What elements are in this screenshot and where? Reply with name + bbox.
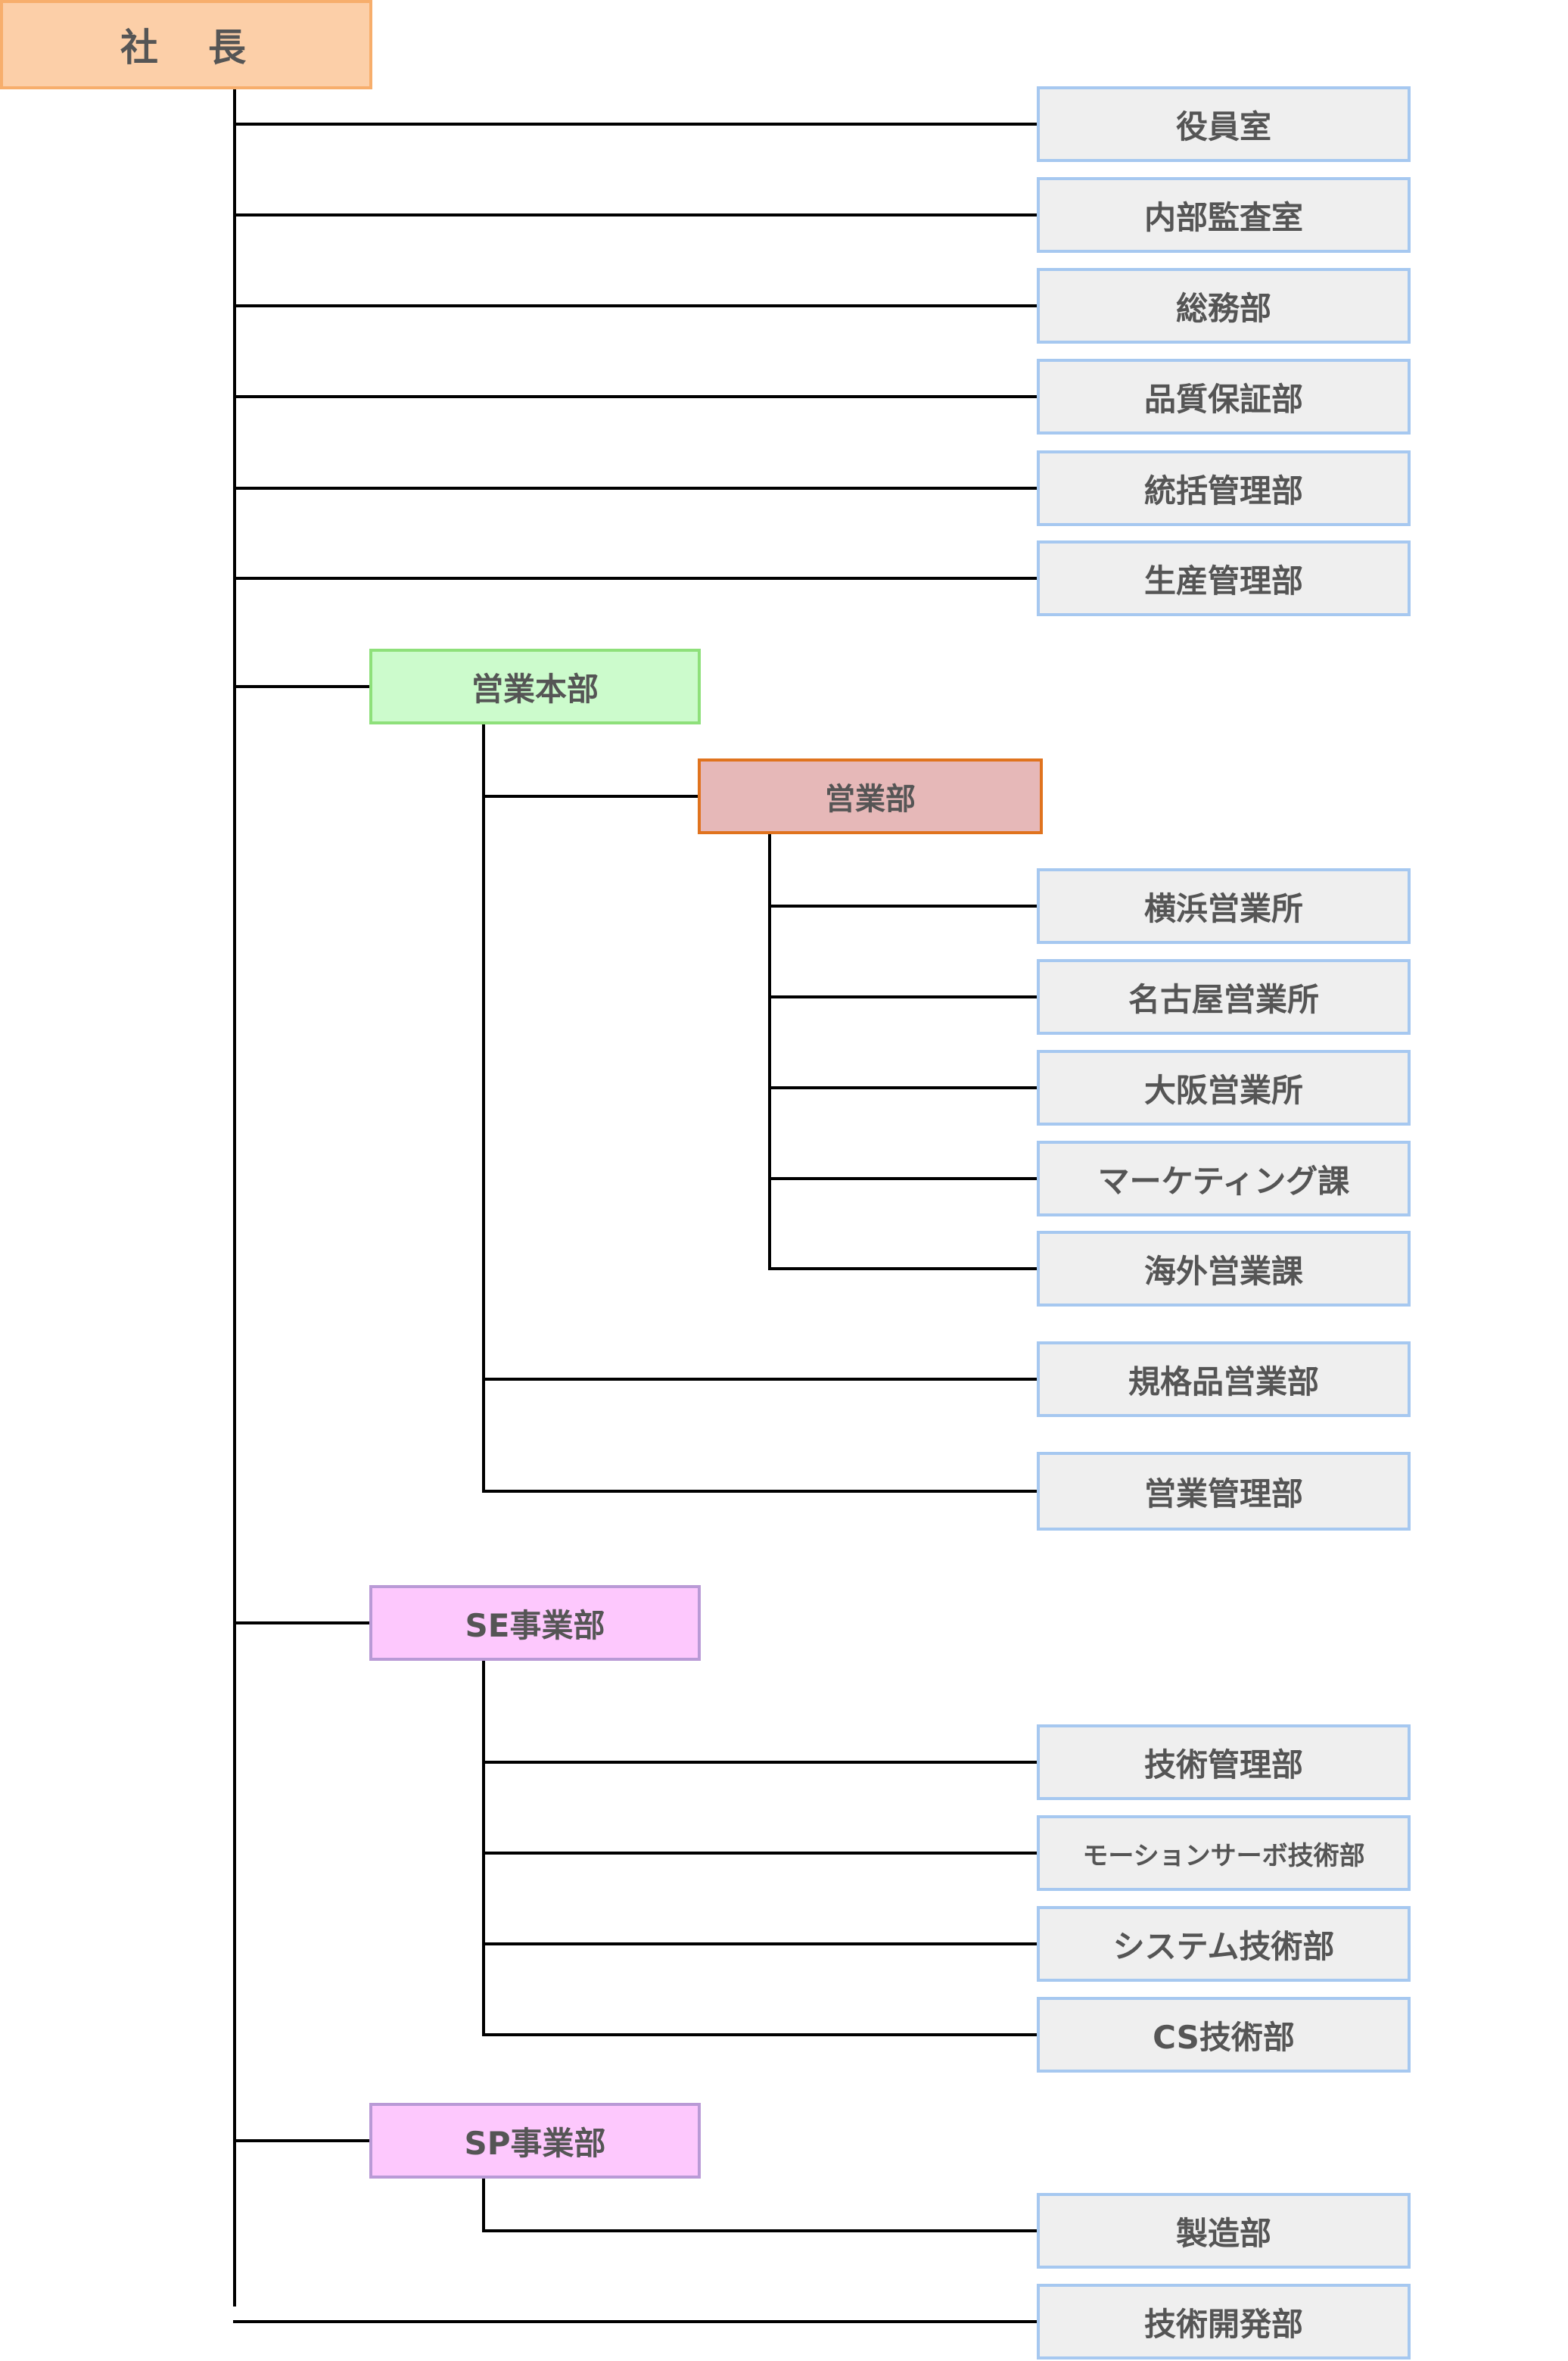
department-node[interactable]: 海外営業課 <box>1037 1231 1411 1307</box>
department-label: 海外営業課 <box>1143 1252 1303 1290</box>
department-node[interactable]: 横浜営業所 <box>1037 868 1411 944</box>
branch-line <box>482 1852 1037 1855</box>
sales-hq-trunk-line <box>482 723 485 1493</box>
branch-line <box>768 905 1037 908</box>
branch-line <box>233 395 1037 398</box>
department-node[interactable]: 名古屋営業所 <box>1037 959 1411 1035</box>
branch-line <box>233 487 1037 490</box>
department-label: 名古屋営業所 <box>1128 980 1319 1018</box>
department-node[interactable]: 品質保証部 <box>1037 359 1411 435</box>
branch-line <box>482 2229 1037 2232</box>
department-label: 横浜営業所 <box>1143 889 1303 927</box>
department-node[interactable]: 役員室 <box>1037 86 1411 162</box>
branch-line <box>233 213 1037 216</box>
department-label: 営業管理部 <box>1143 1475 1303 1512</box>
department-label: モーションサーボ技術部 <box>1082 1840 1365 1871</box>
department-node[interactable]: 統括管理部 <box>1037 450 1411 526</box>
department-label: 規格品営業部 <box>1128 1363 1319 1400</box>
department-node[interactable]: 総務部 <box>1037 268 1411 344</box>
department-label: 内部監査室 <box>1143 198 1303 236</box>
sales-dept-node[interactable]: 営業部 <box>698 758 1043 834</box>
se-division-node[interactable]: SE事業部 <box>369 1585 701 1661</box>
department-label: マーケティング課 <box>1097 1162 1350 1200</box>
department-node[interactable]: 製造部 <box>1037 2193 1411 2269</box>
branch-line <box>482 2033 1037 2036</box>
department-node[interactable]: 規格品営業部 <box>1037 1341 1411 1417</box>
branch-line <box>233 123 1037 126</box>
department-node[interactable]: モーションサーボ技術部 <box>1037 1815 1411 1891</box>
sp-division-label: SP事業部 <box>464 2124 606 2162</box>
branch-line <box>482 1942 1037 1945</box>
department-label: CS技術部 <box>1153 2018 1295 2056</box>
department-label: 大阪営業所 <box>1143 1071 1303 1109</box>
department-label: 役員室 <box>1175 107 1271 145</box>
branch-line <box>768 1267 1037 1270</box>
branch-line <box>233 2139 371 2142</box>
department-node[interactable]: CS技術部 <box>1037 1997 1411 2073</box>
se-division-trunk-line <box>482 1659 485 2036</box>
branch-line <box>233 685 371 688</box>
sp-division-trunk-line <box>482 2177 485 2232</box>
sales-dept-trunk-line <box>768 833 771 1270</box>
branch-line <box>233 304 1037 307</box>
branch-line <box>233 2320 1037 2323</box>
sales-dept-label: 営業部 <box>825 782 916 817</box>
department-node[interactable]: 内部監査室 <box>1037 177 1411 253</box>
department-node[interactable]: 技術開発部 <box>1037 2284 1411 2359</box>
department-label: 技術開発部 <box>1143 2305 1303 2343</box>
branch-line <box>768 1177 1037 1180</box>
department-node[interactable]: 大阪営業所 <box>1037 1050 1411 1126</box>
department-label: 生産管理部 <box>1143 562 1303 600</box>
department-label: 製造部 <box>1175 2214 1271 2252</box>
root-trunk-line <box>233 88 236 2306</box>
department-node[interactable]: 営業管理部 <box>1037 1452 1411 1531</box>
sales-hq-node[interactable]: 営業本部 <box>369 649 701 724</box>
department-node[interactable]: 生産管理部 <box>1037 540 1411 616</box>
se-division-label: SE事業部 <box>465 1606 605 1644</box>
department-label: 品質保証部 <box>1143 380 1303 418</box>
branch-line <box>768 1086 1037 1089</box>
sales-hq-label: 営業本部 <box>471 670 599 708</box>
department-label: 総務部 <box>1175 289 1271 327</box>
department-label: 技術管理部 <box>1143 1746 1303 1783</box>
branch-line <box>233 1621 371 1624</box>
branch-line <box>482 795 699 798</box>
department-label: 統括管理部 <box>1143 472 1303 509</box>
branch-line <box>482 1490 1037 1493</box>
root-node-label: 社 長 <box>120 26 252 70</box>
department-node[interactable]: システム技術部 <box>1037 1906 1411 1982</box>
root-node-president[interactable]: 社 長 <box>0 0 372 89</box>
department-node[interactable]: マーケティング課 <box>1037 1141 1411 1216</box>
department-node[interactable]: 技術管理部 <box>1037 1724 1411 1800</box>
sp-division-node[interactable]: SP事業部 <box>369 2103 701 2179</box>
branch-line <box>233 577 1037 580</box>
department-label: システム技術部 <box>1112 1927 1335 1965</box>
branch-line <box>482 1761 1037 1764</box>
branch-line <box>482 1378 1037 1381</box>
branch-line <box>768 995 1037 998</box>
